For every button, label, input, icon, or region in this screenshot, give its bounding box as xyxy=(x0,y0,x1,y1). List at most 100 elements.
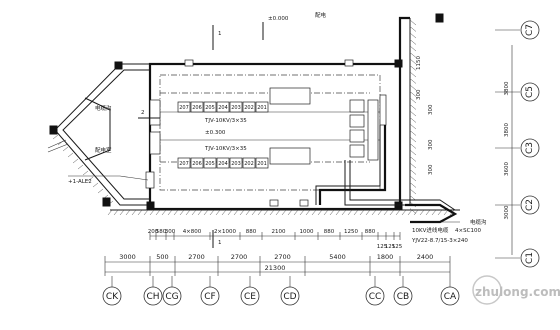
vent xyxy=(344,59,354,67)
cabinet-label: 205 xyxy=(205,105,215,111)
hatch-mark xyxy=(377,209,383,216)
left-note: 电缆沟 xyxy=(95,104,112,112)
annotations: ±0.000 配电 配电室 电缆沟 +1-ALE2 TJV-10KV/3×35 … xyxy=(68,11,487,244)
switchgear-cabinet xyxy=(190,101,204,113)
ground-hatch xyxy=(52,19,455,216)
axis-label: CG xyxy=(165,292,178,302)
axis-bubble xyxy=(520,82,540,102)
hatch-mark xyxy=(167,209,173,216)
hatch-mark xyxy=(52,134,59,140)
detail-dimension-text: 125 xyxy=(392,244,403,250)
column xyxy=(435,13,444,23)
column xyxy=(114,61,123,70)
axis-label: CE xyxy=(244,292,256,302)
axis-label: C7 xyxy=(525,24,535,36)
side-dimension-text: 300 xyxy=(416,89,422,100)
hatch-mark xyxy=(401,209,407,216)
cabinet-label: 201 xyxy=(257,105,267,111)
hatch-mark xyxy=(407,209,413,216)
main-dimension-text: 2700 xyxy=(274,253,291,261)
main-dimension-text: 3000 xyxy=(119,253,136,261)
switchgear-cabinet xyxy=(216,101,230,113)
detail-dimension-text: 200 xyxy=(148,229,159,235)
switchgear-cabinet xyxy=(229,157,243,169)
hatch-mark xyxy=(341,209,347,216)
axis-bubble xyxy=(440,286,460,306)
cabinet-label: 207 xyxy=(179,105,189,111)
hatch-mark xyxy=(409,162,417,169)
cable-route xyxy=(344,160,430,206)
watermark-text: zhulong.com xyxy=(475,285,560,299)
hatch-mark xyxy=(149,209,155,216)
switchgear-cabinet xyxy=(216,157,230,169)
axis-label: C2 xyxy=(525,199,535,211)
hatch-mark xyxy=(77,164,84,170)
hatch-mark xyxy=(191,209,197,216)
cable-route xyxy=(318,125,387,205)
hatch-mark xyxy=(409,123,417,130)
section-marks: 1 1 2 xyxy=(138,25,222,248)
hatch-mark xyxy=(227,209,233,216)
hatch-mark xyxy=(409,156,417,162)
hatch-mark xyxy=(409,149,417,156)
hatch-mark xyxy=(251,209,257,216)
axis-label: CF xyxy=(204,292,215,302)
hatch-mark xyxy=(409,78,417,84)
switchgear-cabinet xyxy=(229,101,243,113)
hatch-mark xyxy=(173,209,179,216)
hatch-mark xyxy=(97,188,104,194)
right-upper-wall xyxy=(398,16,410,64)
hatch-mark xyxy=(409,65,417,71)
hatch-mark xyxy=(62,146,69,152)
axis-label: C3 xyxy=(525,142,535,154)
vent xyxy=(299,199,309,207)
door xyxy=(149,131,161,155)
hatch-mark xyxy=(239,209,245,216)
right-dimension-text: 3800 xyxy=(504,123,510,137)
axis-bubble xyxy=(162,286,182,306)
switchgear-cabinet xyxy=(177,157,191,169)
right-dimension-text: 3800 xyxy=(504,81,510,95)
hatch-mark xyxy=(359,209,365,216)
dimension-lines xyxy=(105,235,450,273)
hatch-mark xyxy=(125,209,131,216)
detail-dimension-text: 2100 xyxy=(272,229,286,235)
axis-bubble xyxy=(102,286,122,306)
hatch-mark xyxy=(409,52,417,58)
bottom-annotation-2: 4×SC100 xyxy=(455,228,481,234)
bay-equipment xyxy=(84,97,111,161)
bay-window xyxy=(47,143,69,153)
hatch-mark xyxy=(155,209,161,216)
detail-dimension-text: 580 xyxy=(156,229,167,235)
switchgear-cabinet xyxy=(203,157,217,169)
hatch-mark xyxy=(409,117,417,123)
hatch-mark xyxy=(409,39,417,45)
detail-dimension-text: 300 xyxy=(165,229,176,235)
vent xyxy=(269,199,279,207)
column xyxy=(49,125,58,135)
hatch-mark xyxy=(409,130,417,136)
hatch-mark xyxy=(269,209,275,216)
cabinet-label: 202 xyxy=(244,161,254,167)
axis-bubble xyxy=(393,286,413,306)
total-dimension: 21300 xyxy=(265,264,286,272)
axis-bubble xyxy=(280,286,300,306)
axis-bubble xyxy=(240,286,260,306)
watermark-logo xyxy=(472,275,502,305)
switchgear-cabinet xyxy=(203,101,217,113)
cabinet-label: 206 xyxy=(192,105,202,111)
detail-dimension-text: 125 xyxy=(385,244,396,250)
axis-label: CK xyxy=(106,292,119,302)
axis-label: CH xyxy=(146,292,159,302)
ale-leader xyxy=(119,175,149,181)
cabinet xyxy=(349,144,365,158)
axis-bubble xyxy=(520,20,540,40)
main-dimension-text: 5400 xyxy=(329,253,346,261)
hatch-mark xyxy=(409,91,417,97)
hatch-mark xyxy=(419,209,425,216)
